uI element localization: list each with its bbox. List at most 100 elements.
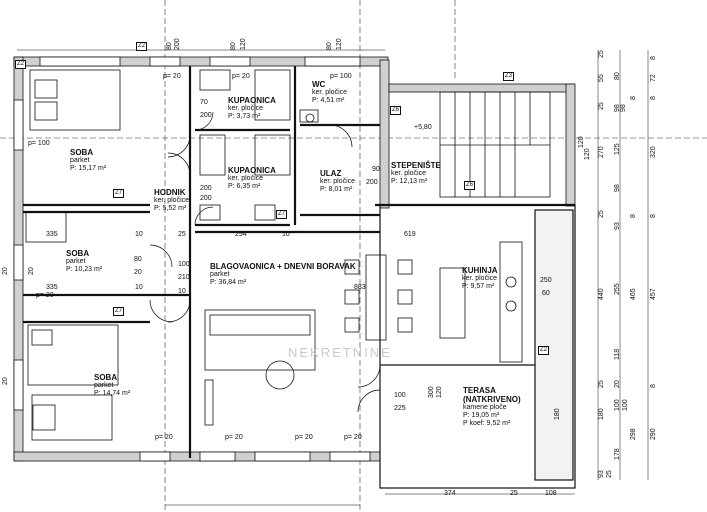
level-mark: +5,80	[414, 124, 432, 131]
dim-inner: 619	[404, 231, 416, 238]
dim-inner: 70	[200, 99, 208, 106]
dim-inner: 225	[394, 405, 406, 412]
dim-inner: 10	[282, 231, 290, 238]
room-floor: ker. pločice	[228, 105, 264, 112]
dim-inner: 90	[372, 166, 380, 173]
dim-right: 55	[598, 74, 605, 82]
door-swings	[149, 111, 381, 413]
dim-right: 120	[584, 148, 591, 160]
dimension-lines	[17, 49, 649, 506]
dim-right: 178	[614, 448, 621, 460]
dim-inner: 10	[135, 284, 143, 291]
room-floor: kamene ploče	[463, 404, 507, 411]
dim-inner: 10	[135, 231, 143, 238]
furniture-bath	[199, 69, 319, 221]
room-stepeniste: STEPENIŠTE ker. pločice P: 12,13 m²	[391, 161, 441, 186]
dim-right: 270	[598, 146, 605, 158]
room-wc: WC ker. pločice P: 4,51 m²	[312, 80, 347, 105]
dim-inner: 20	[134, 269, 142, 276]
dim-bottom: 108	[545, 490, 557, 497]
room-area: P: 4,51 m²	[312, 97, 345, 104]
tag-z7: Z7	[276, 210, 288, 219]
dim-top: 80	[166, 42, 173, 50]
dim-right: 100	[614, 399, 621, 411]
room-area: P: 12,13 m²	[391, 178, 428, 185]
dim-left: 20	[28, 267, 35, 275]
room-floor: ker. pločice	[462, 275, 498, 282]
dim-right: 298	[630, 428, 637, 440]
dim-top: 120	[240, 38, 247, 50]
dim-right: 25	[598, 102, 605, 110]
dim-inner: p= 20	[155, 434, 173, 441]
dim-inner: 25	[178, 231, 186, 238]
dim-inner: p= 100	[28, 140, 50, 147]
room-kupaonica-1: KUPAONICA ker. pločice P: 3,73 m²	[228, 96, 276, 121]
dim-right: 8	[630, 214, 637, 218]
windows	[13, 56, 371, 462]
room-name: KUPAONICA	[228, 166, 276, 175]
dim-inner: 200	[366, 179, 378, 186]
room-name: SOBA	[94, 373, 118, 382]
tag-z6: Z6	[464, 181, 476, 190]
furniture-living	[204, 241, 523, 426]
dim-right: 100	[622, 399, 629, 411]
room-name: SOBA	[70, 148, 94, 157]
stairs	[439, 91, 551, 198]
dim-inner: 335	[46, 284, 58, 291]
room-floor: parket	[210, 271, 230, 278]
dim-inner: p= 20	[232, 73, 250, 80]
tag-z7: Z7	[113, 307, 125, 316]
tag-z2: Z2	[136, 42, 148, 51]
furniture-beds	[25, 69, 121, 441]
dim-inner: 100	[178, 261, 190, 268]
dim-right: 25	[598, 50, 605, 58]
room-area: P: 9,57 m²	[462, 283, 495, 290]
dim-inner: 100	[394, 392, 406, 399]
room-area: P: 36,84 m²	[210, 279, 247, 286]
room-soba-2: SOBA parket P: 10,23 m²	[66, 249, 102, 274]
dim-right: 320	[650, 146, 657, 158]
dim-right: 465	[630, 288, 637, 300]
room-hodnik: HODNIK ker. pločice P: 5,52 m²	[154, 188, 189, 213]
dim-right: 8	[650, 96, 657, 100]
dim-inner: 210	[178, 274, 190, 281]
dim-right: 290	[650, 428, 657, 440]
tag-z6: Z6	[390, 106, 402, 115]
room-boravak: BLAGOVAONICA + DNEVNI BORAVAK parket P: …	[210, 262, 356, 287]
dim-inner: p= 20	[344, 434, 362, 441]
dim-inner: p= 20	[36, 292, 54, 299]
room-name: STEPENIŠTE	[391, 161, 441, 170]
dim-bottom: 374	[444, 490, 456, 497]
dim-inner: 250	[540, 277, 552, 284]
dim-inner: 254	[235, 231, 247, 238]
room-floor: ker. pločice	[320, 178, 356, 185]
room-area: P: 19,05 m²	[463, 412, 500, 419]
room-area: P: 14,74 m²	[94, 390, 131, 397]
dim-left: 20	[2, 267, 9, 275]
room-floor: ker. pločice	[312, 89, 348, 96]
dim-right: 93	[614, 222, 621, 230]
dim-inner: 883	[354, 284, 366, 291]
dim-inner: 80	[134, 256, 142, 263]
tag-z3: Z3	[503, 72, 515, 81]
room-soba-1: SOBA parket P: 15,17 m²	[70, 148, 106, 173]
terrace	[379, 204, 576, 489]
room-floor: parket	[66, 258, 86, 265]
dim-top: 200	[174, 38, 181, 50]
tag-z2: Z2	[15, 60, 27, 69]
room-area: P: 5,52 m²	[154, 205, 187, 212]
dim-right: 20	[614, 380, 621, 388]
room-name: SOBA	[66, 249, 90, 258]
watermark: NEKRETNINE	[288, 345, 392, 360]
dim-inner: 335	[46, 231, 58, 238]
room-name: KUPAONICA	[228, 96, 276, 105]
room-area: P: 8,01 m²	[320, 186, 353, 193]
dim-right: 98	[620, 104, 627, 112]
room-area: P: 6,35 m²	[228, 183, 261, 190]
dim-bottom: 25	[510, 490, 518, 497]
room-soba-3: SOBA parket P: 14,74 m²	[94, 373, 130, 398]
dim-right: 98	[614, 184, 621, 192]
room-floor: ker. pločice	[228, 175, 264, 182]
room-floor: ker. pločice	[154, 197, 190, 204]
